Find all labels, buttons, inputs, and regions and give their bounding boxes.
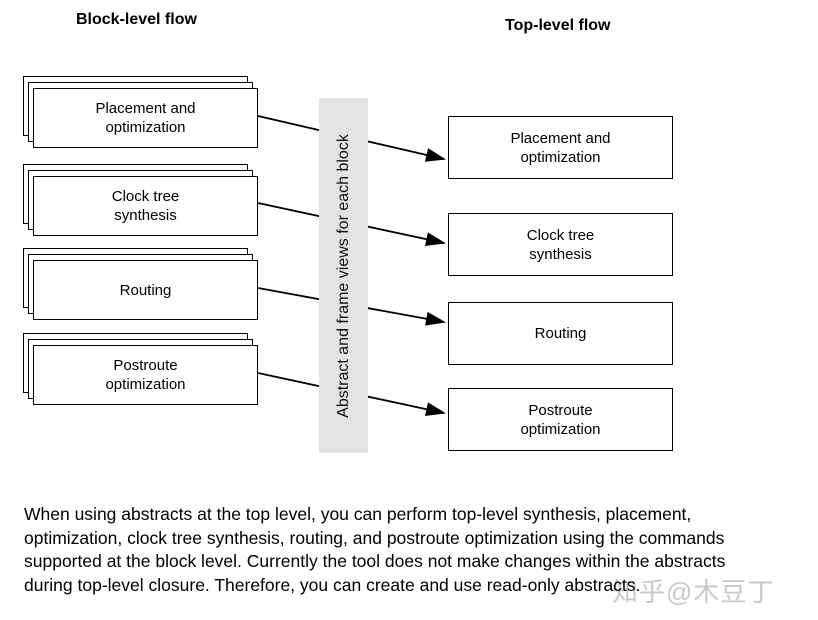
box-label-line: Postroute: [528, 401, 593, 419]
box-label-line: Postroute: [113, 357, 178, 374]
box-label-line: optimization: [105, 376, 186, 393]
block-box-clock-tree: Clock tree synthesis: [33, 176, 258, 236]
top-box-placement: Placement and optimization: [448, 116, 673, 179]
paragraph-line: during top-level closure. Therefore, you…: [24, 574, 641, 595]
block-stack-routing: Routing: [23, 248, 258, 320]
top-box-clock-tree: Clock tree synthesis: [448, 213, 673, 276]
block-box-routing: Routing: [33, 260, 258, 320]
block-level-flow-title: Block-level flow: [76, 11, 197, 28]
box-label-line: Routing: [534, 325, 587, 342]
top-box-postroute: Postroute optimization: [448, 388, 673, 451]
box-label-line: optimization: [520, 420, 601, 438]
box-label-line: Routing: [119, 281, 172, 299]
paragraph-line: When using abstracts at the top level, y…: [24, 504, 692, 524]
description-paragraph: When using abstracts at the top level, y…: [24, 503, 725, 597]
box-label-line: synthesis: [114, 207, 177, 224]
block-box-postroute: Postroute optimization: [33, 345, 258, 405]
top-level-flow-title: Top-level flow: [505, 17, 611, 34]
block-stack-placement: Placement and optimization: [23, 76, 258, 148]
block-stack-postroute: Postroute optimization: [23, 333, 258, 405]
abstract-views-bar: Abstract and frame views for each block: [319, 98, 368, 453]
paragraph-line: supported at the block level. Currently …: [24, 551, 726, 571]
box-label-line: Clock tree: [526, 226, 595, 244]
paragraph-line: optimization, clock tree synthesis, rout…: [24, 527, 725, 548]
top-box-routing: Routing: [448, 302, 673, 365]
zhihu-watermark: 知乎@木豆丁: [612, 577, 775, 607]
box-label-line: Placement and: [95, 100, 196, 117]
block-stack-clock-tree: Clock tree synthesis: [23, 164, 258, 236]
box-label-line: optimization: [520, 148, 601, 166]
abstract-views-bar-label: Abstract and frame views for each block: [334, 133, 352, 418]
box-label-line: Clock tree: [111, 188, 180, 205]
box-label-line: synthesis: [529, 245, 592, 263]
box-label-line: Placement and: [510, 129, 611, 147]
block-box-placement: Placement and optimization: [33, 88, 258, 148]
box-label-line: optimization: [105, 119, 186, 136]
